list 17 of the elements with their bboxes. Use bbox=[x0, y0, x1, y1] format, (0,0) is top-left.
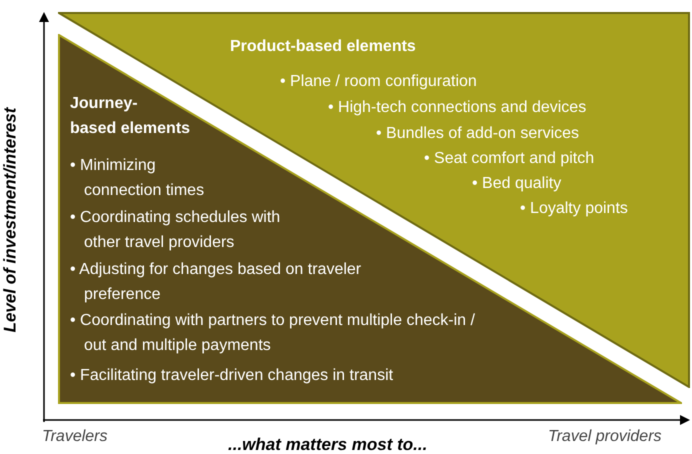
bullet-item: • Coordinating schedules with other travel providers bbox=[70, 208, 282, 253]
bullet-item: • High-tech connections and devices bbox=[328, 98, 586, 118]
bullet-item: • Facilitating traveler-driven changes in transit bbox=[70, 366, 394, 386]
heading: Journey-based elements bbox=[70, 94, 192, 139]
bullet-item: • Loyalty points bbox=[520, 199, 628, 219]
axis-title: Level of investment/interest bbox=[0, 108, 20, 332]
axis-end-label: Travel providers bbox=[548, 428, 662, 446]
bullet-item: • Seat comfort and pitch bbox=[424, 149, 594, 169]
bullet-item: • Bed quality bbox=[472, 174, 562, 194]
bullet-item: • Adjusting for changes based on traveler preference bbox=[70, 260, 362, 305]
bullet-item: • Minimizing connection times bbox=[70, 156, 206, 201]
bullet-item: • Coordinating with partners to prevent multiple check-in / out and multiple payments bbox=[70, 311, 476, 356]
bullet-item: • Bundles of add-on services bbox=[376, 124, 580, 144]
axis-end-label: Travelers bbox=[42, 428, 108, 446]
bullet-item: • Plane / room configuration bbox=[280, 72, 477, 92]
axis-title: ...what matters most to... bbox=[228, 435, 428, 454]
heading: Product-based elements bbox=[230, 37, 416, 57]
